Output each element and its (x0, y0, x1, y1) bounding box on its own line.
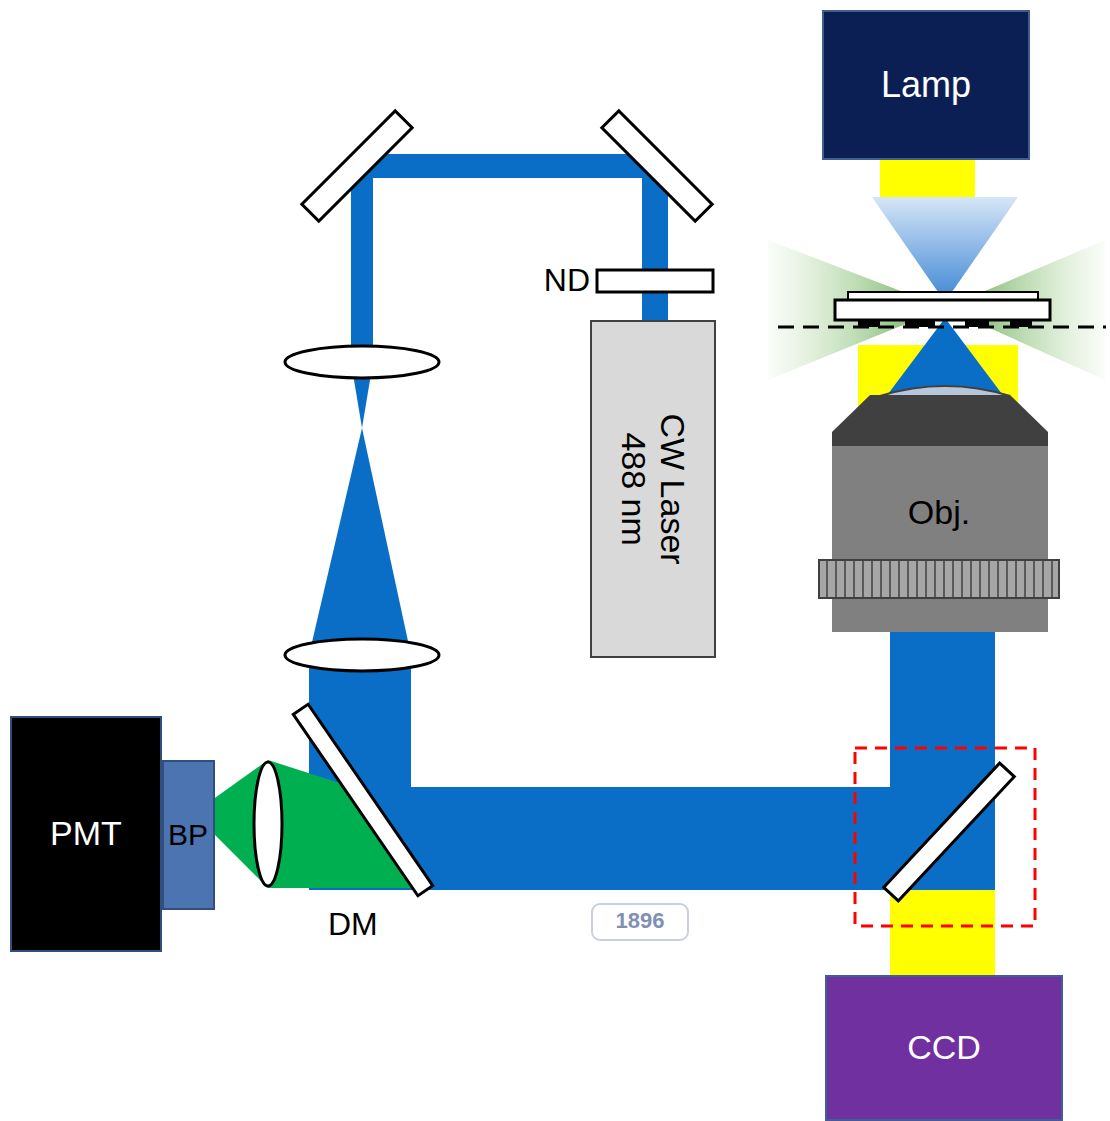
knurl-line (907, 561, 909, 597)
laser-beam (642, 170, 668, 322)
knurl-line (1042, 561, 1044, 597)
knurl-line (934, 561, 936, 597)
knurl-line (916, 561, 918, 597)
watermark-banner (592, 904, 688, 940)
knurl-line (889, 561, 891, 597)
knurl-line (1006, 561, 1008, 597)
knurl-line (988, 561, 990, 597)
knurl-line (943, 561, 945, 597)
knurl-line (997, 561, 999, 597)
knurl-line (898, 561, 900, 597)
pmt-box: PMT (10, 716, 162, 952)
objective-body (832, 446, 1048, 632)
expanding-beam (309, 428, 411, 655)
condenser-cone (872, 197, 1018, 302)
knurl-line (871, 561, 873, 597)
bandpass-filter: BP (162, 760, 215, 910)
knurl-line (961, 561, 963, 597)
lamp-box: Lamp (822, 10, 1030, 160)
node-label: CCD (907, 1028, 981, 1067)
node-label: BP (168, 818, 208, 853)
mirror (602, 111, 712, 221)
dichroic-mirror (293, 704, 432, 896)
knurl-line (1051, 561, 1053, 597)
knurl-line (925, 561, 927, 597)
node-label: PMT (50, 814, 122, 853)
laser-beam (351, 160, 373, 362)
mirror (302, 111, 412, 221)
node-label: Lamp (881, 64, 971, 105)
lens (285, 639, 439, 671)
watermark: 1896 (602, 908, 678, 933)
rotated-label: CW Laser 488 nm (614, 394, 692, 584)
knurl-line (826, 561, 828, 597)
focal-plane (778, 326, 1106, 329)
knurl-line (835, 561, 837, 597)
switch-mirror (884, 763, 1015, 901)
mirror-label: DM (328, 906, 408, 943)
objective: Obj. (818, 380, 1060, 632)
front-lens (880, 386, 1010, 396)
lens (254, 762, 282, 886)
sample-slide (835, 300, 1050, 320)
filter-label: ND (520, 262, 590, 299)
knurl-line (862, 561, 864, 597)
knurl-line (844, 561, 846, 597)
knurled-ring (819, 560, 1059, 598)
laser-beam (357, 154, 662, 178)
objective-nose (832, 395, 1048, 446)
lens (285, 346, 439, 378)
knurl-line (1024, 561, 1026, 597)
knurl-line (853, 561, 855, 597)
knurl-line (979, 561, 981, 597)
knurl-line (952, 561, 954, 597)
knurl-line (1033, 561, 1035, 597)
knurl-line (1015, 561, 1017, 597)
highlight-box (855, 748, 1035, 926)
knurl-line (970, 561, 972, 597)
knurl-line (880, 561, 882, 597)
nd-filter (597, 270, 713, 292)
laser-box: CW Laser 488 nm (590, 320, 716, 658)
lamp-light (880, 158, 975, 200)
node-label: Obj. (908, 493, 970, 532)
ccd-camera: CCD (825, 975, 1063, 1121)
